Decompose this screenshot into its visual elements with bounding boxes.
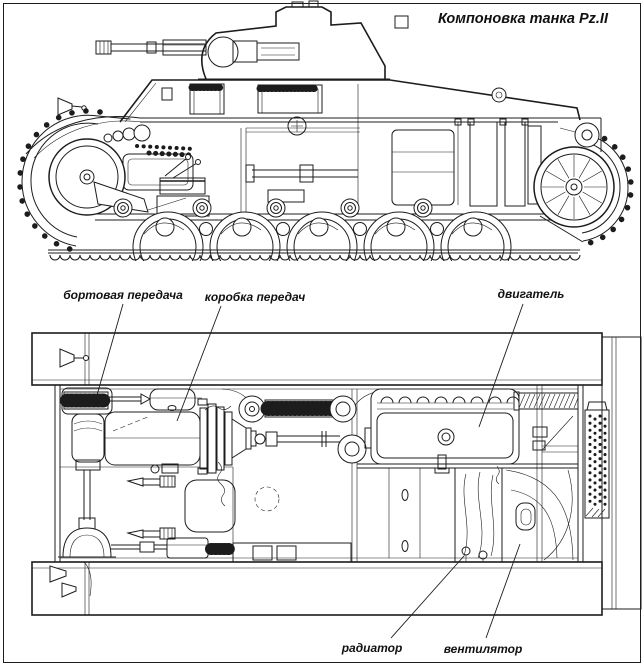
- ground-mask: [12, 261, 634, 286]
- hatch-outline: [254, 486, 280, 512]
- drive-sprocket: [48, 124, 187, 216]
- side-interior: [122, 87, 542, 217]
- leader-fan: [485, 543, 521, 639]
- cooling-section: [357, 463, 578, 562]
- plan-view: [31, 332, 642, 616]
- leader-final-drive: [96, 303, 124, 396]
- idler-wheel: [533, 122, 615, 228]
- label-gearbox: коробка передач: [205, 290, 306, 304]
- label-radiator: радиатор: [341, 641, 403, 655]
- muzzle-brake: [95, 40, 112, 55]
- leader-engine: [478, 303, 524, 428]
- engine-side: [391, 129, 455, 206]
- label-final-drive: бортовая передача: [63, 288, 183, 302]
- fan: [505, 469, 574, 561]
- ammo-tray: [232, 542, 352, 563]
- turret: [198, 0, 409, 136]
- track-right-plan: [31, 561, 603, 616]
- track-tensioner: [574, 122, 600, 148]
- seat-side: [267, 189, 305, 203]
- crew-compartment: [126, 463, 352, 563]
- exhaust-muffler: [238, 395, 357, 423]
- radiator-side: [469, 121, 498, 207]
- gun-barrel: [95, 39, 207, 56]
- diagram-title: Компоновка танка Pz.II: [438, 11, 609, 27]
- leader-gearbox: [176, 305, 222, 422]
- gearbox: [104, 398, 278, 507]
- side-view: [12, 0, 634, 286]
- flex-hose: [217, 461, 226, 507]
- label-fan: вентилятор: [444, 642, 523, 656]
- driveshaft: [277, 427, 373, 464]
- fan-drive: [513, 385, 579, 562]
- steering-brake-cover: [62, 527, 112, 558]
- turret-ring-drive: [287, 116, 307, 136]
- gun-breech: [256, 42, 300, 61]
- final-drive: [58, 387, 202, 563]
- track-left-plan: [31, 332, 603, 386]
- antenna-mount: [394, 15, 409, 29]
- radiator: [454, 465, 503, 562]
- cupola-hatch: [291, 1, 304, 8]
- signal-horn: [57, 97, 73, 116]
- outer-border: [3, 3, 641, 663]
- engine: [370, 388, 548, 474]
- rear-hull-plate: [601, 336, 642, 610]
- battery-box: [166, 537, 209, 559]
- label-engine: двигатель: [498, 287, 565, 301]
- air-grille: [584, 401, 610, 519]
- gun-mantlet: [207, 36, 239, 68]
- track: [17, 108, 634, 261]
- steering-lever-1: [126, 475, 176, 488]
- return-rollers: [113, 198, 433, 218]
- fan-hub: [515, 502, 536, 531]
- driver-seat: [184, 479, 236, 533]
- steering-lever-2: [126, 527, 176, 540]
- leader-radiator: [390, 555, 465, 639]
- driveshaft-side: [252, 169, 358, 178]
- leader-lines: [96, 303, 524, 639]
- hull-plan: [54, 385, 584, 562]
